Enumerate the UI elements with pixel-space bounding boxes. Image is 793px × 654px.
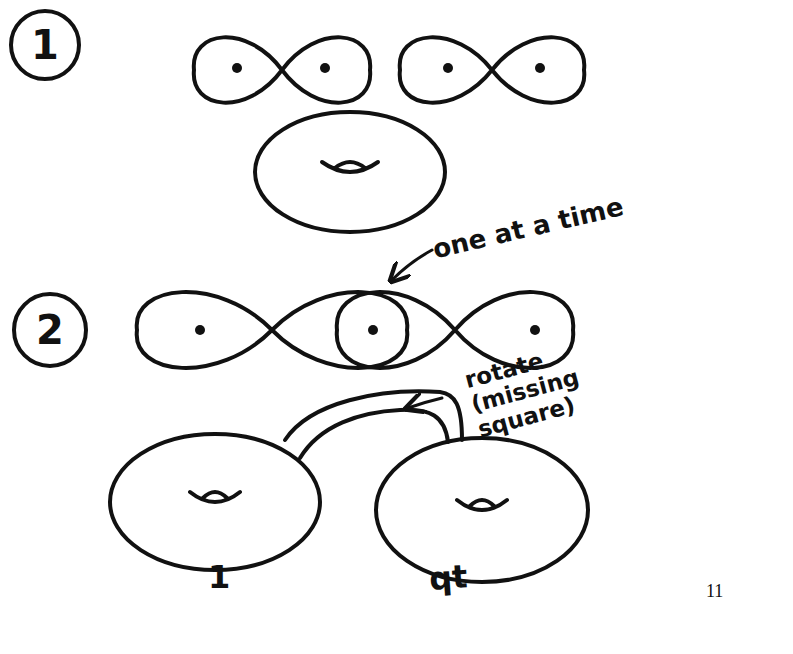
torus — [110, 434, 320, 570]
pointer-arrow — [392, 250, 432, 280]
handwritten-note: 1 — [208, 560, 230, 595]
torus-bridge — [300, 410, 448, 458]
torus-hole — [457, 500, 507, 510]
point — [320, 63, 330, 73]
figure-eight — [194, 37, 370, 102]
point — [195, 325, 205, 335]
point — [535, 63, 545, 73]
number-text: 2 — [36, 310, 64, 350]
torus-hole — [322, 162, 378, 172]
point — [232, 63, 242, 73]
page-number: 11 — [706, 582, 723, 602]
circled-number: 2 — [12, 292, 88, 368]
number-text: 1 — [31, 25, 59, 65]
handwritten-note: qt — [428, 559, 469, 597]
torus-hole — [190, 492, 240, 502]
figure-eight — [400, 37, 585, 102]
pointer-arrow — [408, 398, 442, 408]
handwritten-note: one at a time — [430, 192, 626, 264]
figure-eight — [137, 292, 408, 368]
point — [530, 325, 540, 335]
point — [443, 63, 453, 73]
circled-number: 1 — [9, 9, 81, 81]
torus — [376, 438, 588, 582]
torus — [255, 112, 445, 232]
point — [368, 325, 378, 335]
